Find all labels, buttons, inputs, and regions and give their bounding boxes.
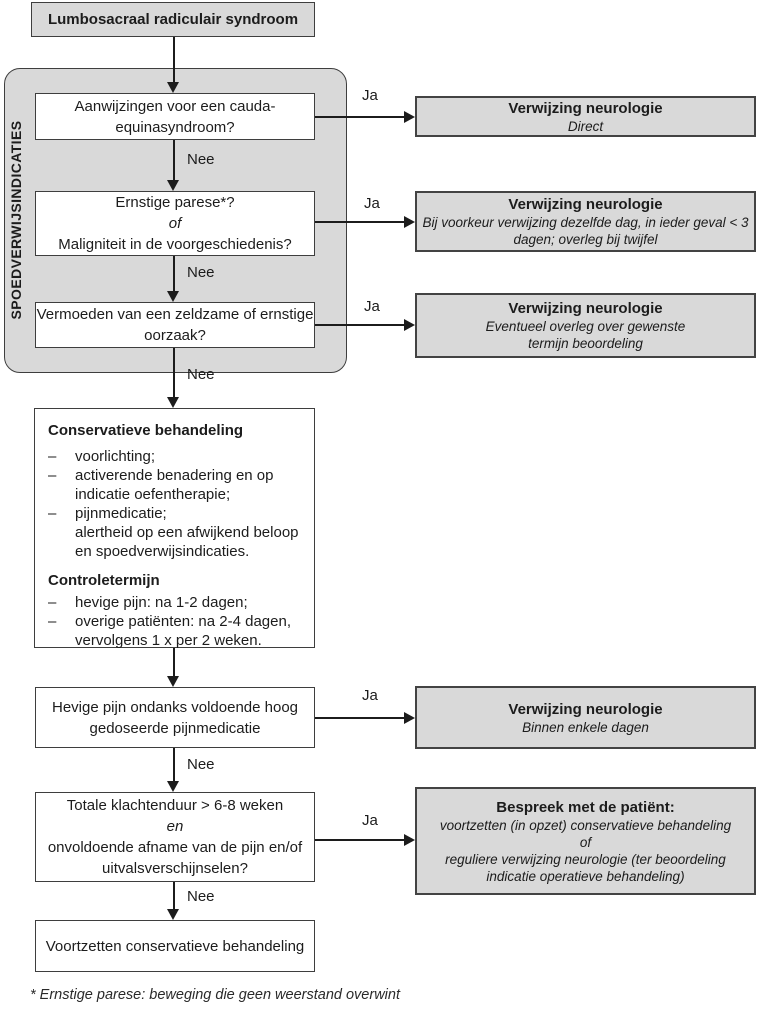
decision-line: equinasyndroom? bbox=[115, 118, 235, 136]
bullet-text: alertheid op een afwijkend beloop en spo… bbox=[75, 524, 299, 560]
arrow-down-nee-2 bbox=[173, 256, 175, 291]
arrow-right-ja-3 bbox=[315, 324, 404, 326]
bullet-dash bbox=[48, 523, 75, 561]
referral-title: Verwijzing neurologie bbox=[508, 99, 663, 117]
decision-line: Maligniteit in de voorgeschiedenis? bbox=[58, 236, 292, 253]
arrowhead-down-icon bbox=[167, 82, 179, 93]
referral-bespreek-patient: Bespreek met de patiënt: voortzetten (in… bbox=[415, 787, 756, 895]
treatment-heading: Conservatieve behandeling bbox=[48, 422, 244, 439]
treatment-item: – hevige pijn: na 1-2 dagen; bbox=[48, 593, 306, 612]
referral-overleg-termijn: Verwijzing neurologie Eventueel overleg … bbox=[415, 293, 756, 358]
decision-zeldzame-oorzaak: Vermoeden van een zeldzame of ernstige o… bbox=[35, 302, 315, 348]
bullet-text: activerende benadering en op indicatie o… bbox=[75, 467, 274, 503]
bullet-dash: – bbox=[48, 594, 57, 611]
referral-detail: indicatie operatieve behandeling) bbox=[486, 868, 685, 884]
referral-title: Bespreek met de patiënt: bbox=[496, 798, 675, 816]
referral-detail: termijn beoordeling bbox=[528, 336, 643, 351]
treatment-item: – voorlichting; bbox=[48, 447, 306, 466]
referral-title: Verwijzing neurologie bbox=[508, 300, 663, 317]
decision-line: Totale klachtenduur > 6-8 weken bbox=[66, 797, 284, 814]
arrow-right-ja-5 bbox=[315, 839, 404, 841]
arrowhead-right-icon bbox=[404, 834, 415, 846]
arrow-down-nee-1 bbox=[173, 140, 175, 180]
arrowhead-down-icon bbox=[167, 180, 179, 191]
edge-label-nee: Nee bbox=[187, 366, 215, 383]
bullet-text: overige patiënten: na 2-4 dagen, vervolg… bbox=[75, 613, 291, 649]
arrowhead-right-icon bbox=[404, 319, 415, 331]
emergency-panel-label: SPOEDVERWIJSINDICATIES bbox=[8, 120, 24, 320]
decision-line: uitvalsverschijnselen? bbox=[102, 860, 248, 877]
arrow-right-ja-4 bbox=[315, 717, 404, 719]
edge-label-ja: Ja bbox=[364, 298, 380, 315]
bullet-dash: – bbox=[48, 448, 57, 465]
treatment-item: – activerende benadering en op indicatie… bbox=[48, 466, 306, 504]
referral-detail: reguliere verwijzing neurologie (ter beo… bbox=[445, 851, 726, 867]
treatment-item: – pijnmedicatie; bbox=[48, 504, 306, 523]
start-title: Lumbosacraal radiculair syndroom bbox=[47, 11, 299, 28]
end-title: Voortzetten conservatieve behandeling bbox=[45, 937, 305, 955]
referral-detail: Bij voorkeur verwijzing dezelfde dag, in… bbox=[422, 215, 749, 230]
bullet-dash: – bbox=[48, 613, 57, 630]
arrow-down-treatment bbox=[173, 648, 175, 676]
referral-direct: Verwijzing neurologie Direct bbox=[415, 96, 756, 137]
decision-parese-maligniteit: Ernstige parese*? of Maligniteit in de v… bbox=[35, 191, 315, 256]
referral-title: Verwijzing neurologie bbox=[508, 700, 663, 718]
edge-label-ja: Ja bbox=[364, 195, 380, 212]
arrow-down-start bbox=[173, 37, 175, 82]
referral-enkele-dagen: Verwijzing neurologie Binnen enkele dage… bbox=[415, 686, 756, 749]
treatment-node: Conservatieve behandeling – voorlichting… bbox=[34, 408, 315, 650]
referral-detail: of bbox=[579, 834, 592, 850]
edge-label-ja: Ja bbox=[362, 687, 378, 704]
bullet-dash: – bbox=[48, 467, 57, 484]
decision-line: Aanwijzingen voor een cauda- bbox=[74, 97, 276, 115]
decision-line-connector: en bbox=[166, 818, 184, 835]
referral-dezelfde-dag: Verwijzing neurologie Bij voorkeur verwi… bbox=[415, 191, 756, 252]
treatment-heading-2: Controletermijn bbox=[48, 572, 160, 589]
edge-label-nee: Nee bbox=[187, 888, 215, 905]
footnote: * Ernstige parese: beweging die geen wee… bbox=[30, 987, 400, 1003]
decision-klachtenduur: Totale klachtenduur > 6-8 weken en onvol… bbox=[35, 792, 315, 882]
referral-detail: Direct bbox=[567, 118, 604, 134]
arrowhead-down-icon bbox=[167, 291, 179, 302]
arrow-down-nee-4 bbox=[173, 748, 175, 781]
arrowhead-down-icon bbox=[167, 909, 179, 920]
end-node: Voortzetten conservatieve behandeling bbox=[35, 920, 315, 972]
decision-line: Vermoeden van een zeldzame of ernstige bbox=[36, 306, 314, 323]
edge-label-nee: Nee bbox=[187, 756, 215, 773]
arrowhead-down-icon bbox=[167, 781, 179, 792]
decision-line: Hevige pijn ondanks voldoende hoog bbox=[51, 698, 299, 716]
arrowhead-right-icon bbox=[404, 111, 415, 123]
start-node: Lumbosacraal radiculair syndroom bbox=[31, 2, 315, 37]
edge-label-ja: Ja bbox=[362, 87, 378, 104]
referral-detail: Binnen enkele dagen bbox=[522, 719, 649, 735]
treatment-item: alertheid op een afwijkend beloop en spo… bbox=[48, 523, 306, 561]
arrow-right-ja-1 bbox=[315, 116, 404, 118]
arrow-down-nee-3 bbox=[173, 348, 175, 397]
decision-line: onvoldoende afname van de pijn en/of bbox=[47, 839, 303, 856]
decision-hevige-pijn: Hevige pijn ondanks voldoende hoog gedos… bbox=[35, 687, 315, 748]
arrowhead-right-icon bbox=[404, 216, 415, 228]
bullet-text: pijnmedicatie; bbox=[75, 505, 167, 522]
arrow-down-nee-5 bbox=[173, 882, 175, 909]
referral-title: Verwijzing neurologie bbox=[508, 196, 663, 213]
edge-label-nee: Nee bbox=[187, 151, 215, 168]
decision-line: gedoseerde pijnmedicatie bbox=[89, 719, 261, 737]
treatment-item: – overige patiënten: na 2-4 dagen, vervo… bbox=[48, 612, 306, 650]
referral-detail: dagen; overleg bij twijfel bbox=[513, 232, 658, 247]
decision-line: Ernstige parese*? bbox=[115, 194, 235, 211]
decision-line: oorzaak? bbox=[144, 327, 206, 344]
edge-label-nee: Nee bbox=[187, 264, 215, 281]
edge-label-ja: Ja bbox=[362, 812, 378, 829]
decision-line-connector: of bbox=[168, 215, 182, 232]
arrowhead-down-icon bbox=[167, 397, 179, 408]
arrowhead-right-icon bbox=[404, 712, 415, 724]
bullet-dash: – bbox=[48, 505, 57, 522]
referral-detail: voortzetten (in opzet) conservatieve beh… bbox=[439, 817, 732, 833]
arrow-right-ja-2 bbox=[315, 221, 404, 223]
bullet-text: voorlichting; bbox=[75, 448, 156, 465]
decision-cauda-equina: Aanwijzingen voor een cauda- equinasyndr… bbox=[35, 93, 315, 140]
arrowhead-down-icon bbox=[167, 676, 179, 687]
bullet-text: hevige pijn: na 1-2 dagen; bbox=[75, 594, 248, 611]
referral-detail: Eventueel overleg over gewenste bbox=[485, 319, 686, 334]
